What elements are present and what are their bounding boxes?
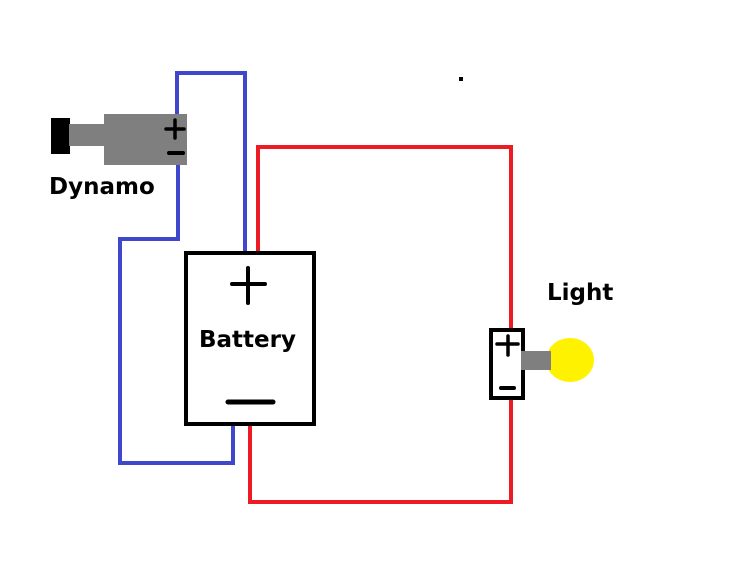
dynamo bbox=[51, 114, 187, 165]
light-label: Light bbox=[547, 280, 613, 306]
dynamo-plus-icon bbox=[164, 118, 186, 140]
wire-battery-plus-to-light-plus bbox=[256, 145, 513, 330]
dynamo-body bbox=[104, 114, 187, 165]
bulb-base bbox=[521, 351, 551, 370]
stray-dot bbox=[459, 77, 463, 81]
dynamo-shaft bbox=[69, 124, 106, 146]
battery-plus-icon bbox=[230, 266, 267, 305]
wire-dynamo-minus-to-battery-minus bbox=[118, 165, 235, 465]
bulb bbox=[546, 338, 594, 382]
light-plus-icon bbox=[495, 334, 520, 357]
wire-dynamo-plus-to-battery-plus bbox=[175, 71, 247, 253]
dynamo-label: Dynamo bbox=[49, 174, 155, 200]
battery-label: Battery bbox=[199, 327, 296, 353]
wire-battery-minus-to-light-minus bbox=[248, 399, 513, 504]
dynamo-end-cap bbox=[51, 118, 70, 154]
